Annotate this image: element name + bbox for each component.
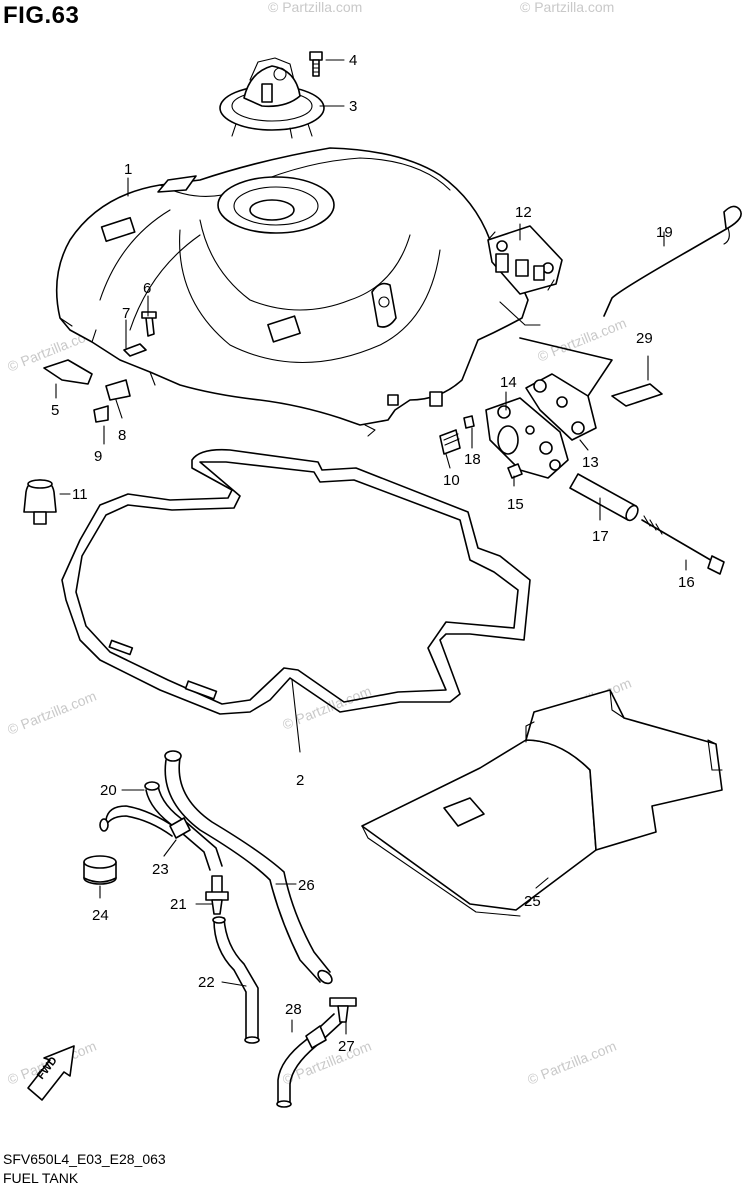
callout-18: 18	[464, 451, 481, 468]
watermark: © Partzilla.com	[280, 1038, 373, 1088]
callout-numbers: 1 2 3 4 5 6 7 8 9 10 11 12 13 14 15 16 1…	[51, 52, 695, 1055]
part-bolt-16	[641, 515, 725, 575]
callout-7: 7	[122, 305, 130, 322]
part-hose-26	[164, 750, 333, 985]
part-fuel-tank	[55, 147, 541, 437]
watermark: © Partzilla.com	[268, 0, 362, 15]
part-fitting-21	[205, 875, 229, 915]
callout-19: 19	[656, 224, 673, 241]
section-name: FUEL TANK	[3, 1170, 79, 1186]
callout-14: 14	[500, 374, 517, 391]
watermark: © Partzilla.com	[535, 315, 628, 365]
part-hose-22	[212, 916, 260, 1044]
callout-2: 2	[296, 772, 304, 789]
callout-5: 5	[51, 402, 59, 419]
callout-11: 11	[72, 486, 88, 503]
callout-29: 29	[636, 330, 653, 347]
callout-26: 26	[298, 877, 315, 894]
callout-15: 15	[507, 496, 524, 513]
callout-17: 17	[592, 528, 609, 545]
part-nut-15	[507, 463, 523, 479]
part-ring-24	[83, 855, 117, 885]
callout-25: 25	[524, 893, 541, 910]
forward-arrow-icon: FWD	[27, 1045, 75, 1101]
figure-footer: SFV650L4_E03_E28_063 FUEL TANK	[3, 1150, 166, 1188]
callout-10: 10	[443, 472, 460, 489]
part-pad-29	[519, 337, 663, 407]
callout-21: 21	[170, 896, 187, 913]
callout-13: 13	[582, 454, 599, 471]
part-hose-28	[276, 1013, 343, 1108]
callout-3: 3	[349, 98, 357, 115]
watermark: © Partzilla.com	[5, 688, 98, 738]
callout-8: 8	[118, 427, 126, 444]
part-cushion-2	[61, 448, 531, 715]
part-small-5-9	[43, 311, 157, 423]
part-rod-19	[603, 205, 742, 317]
part-fuel-cap	[219, 57, 325, 139]
callout-27: 27	[338, 1038, 355, 1055]
callout-4: 4	[349, 52, 357, 69]
callout-9: 9	[94, 448, 102, 465]
part-hose-20-23	[99, 781, 223, 871]
part-hinge-13-14	[485, 373, 597, 479]
part-damper-11	[23, 479, 57, 525]
callout-23: 23	[152, 861, 169, 878]
callout-20: 20	[100, 782, 117, 799]
part-fitting-27	[329, 997, 357, 1023]
model-code: SFV650L4_E03_E28_063	[3, 1151, 166, 1167]
callout-16: 16	[678, 574, 695, 591]
callout-12: 12	[515, 204, 532, 221]
callout-1: 1	[124, 161, 132, 178]
part-plate-25	[361, 689, 723, 917]
part-collar-17	[569, 473, 639, 522]
leader-lines	[55, 59, 687, 1035]
callout-6: 6	[143, 280, 151, 297]
callout-22: 22	[198, 974, 215, 991]
watermark: © Partzilla.com	[525, 1038, 618, 1088]
figure-title: FIG.63	[3, 2, 80, 29]
callout-28: 28	[285, 1001, 302, 1018]
part-small-10-18	[439, 415, 475, 455]
part-bolt-4	[309, 51, 323, 77]
callout-24: 24	[92, 907, 109, 924]
part-bracket-12	[487, 225, 563, 295]
watermark: © Partzilla.com	[520, 0, 614, 15]
